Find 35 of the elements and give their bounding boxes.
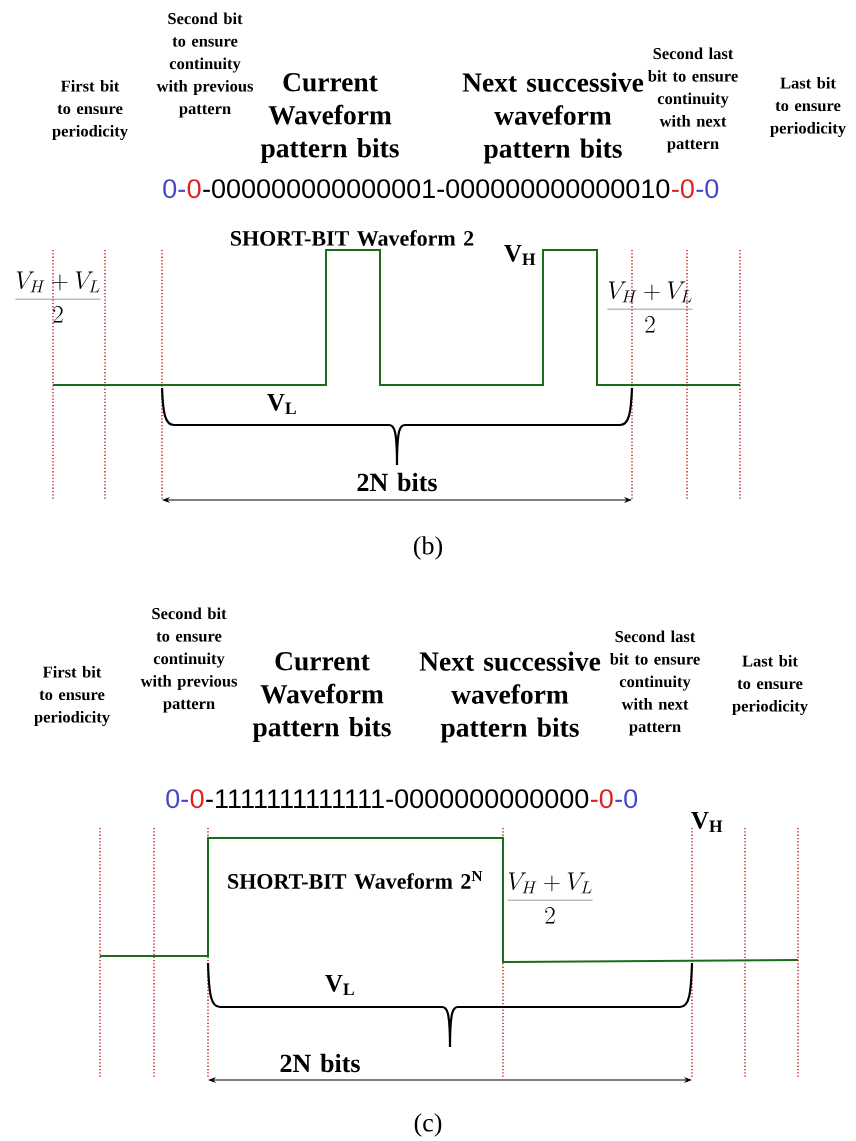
bit-sequence: -000000000000001-000000000000010 — [203, 179, 670, 199]
bit-sequence: -0 — [696, 179, 719, 199]
annotation-text: First bit to ensure periodicity — [34, 666, 110, 726]
voltage-formula: $\frac{V_H+V_L}{2}$ — [507, 872, 593, 924]
annotation-text: Second last bit to ensure continuity with next pattern — [648, 47, 738, 153]
heading-text: Current Waveform pattern bits — [252, 652, 391, 743]
voltage-label: V$_{H}$ — [504, 244, 536, 266]
voltage-label: V$_{L}$ — [267, 393, 296, 415]
bit-sequence: -1111111111111-0000000000000 — [206, 789, 589, 809]
annotation-text: Second bit to ensure continuity with previous pattern — [156, 12, 254, 118]
annotation-text: Last bit to ensure periodicity — [770, 77, 846, 137]
waveform-title: SHORT-BIT Waveform 2$^{N}$ — [228, 871, 483, 889]
bit-sequence: 0- — [166, 789, 188, 809]
annotation-text: Second bit to ensure continuity with previous pattern — [140, 607, 238, 713]
voltage-label: V$_{H}$ — [691, 811, 723, 833]
heading-text: Current Waveform pattern bits — [260, 73, 399, 164]
bit-sequence: -0 — [615, 789, 638, 809]
annotation-text: Second last bit to ensure continuity with next pattern — [610, 630, 700, 736]
voltage-formula: $\frac{V_H+V_L}{2}$ — [607, 281, 693, 333]
voltage-formula: $\frac{V_H+V_L}{2}$ — [15, 271, 101, 323]
bit-sequence: 0- — [163, 179, 185, 199]
heading-text: Next successive waveform pattern bits — [419, 651, 601, 743]
annotation-text: First bit to ensure periodicity — [52, 80, 128, 140]
bit-sequence: -0 — [672, 179, 694, 199]
bit-sequence: -0 — [591, 789, 613, 809]
bit-sequence: 0 — [187, 179, 201, 199]
span-label: 2N bits — [280, 1053, 360, 1073]
heading-text: Next successive waveform pattern bits — [462, 72, 644, 164]
bit-sequence: 0 — [190, 789, 204, 809]
annotation-text: Last bit to ensure periodicity — [732, 655, 808, 715]
panel-caption: (b) — [414, 536, 442, 560]
span-label: 2N bits — [357, 472, 437, 492]
waveform-title: SHORT-BIT Waveform 2 — [231, 230, 474, 246]
panel-caption: (c) — [414, 1113, 442, 1137]
voltage-label: V$_{L}$ — [325, 974, 354, 996]
